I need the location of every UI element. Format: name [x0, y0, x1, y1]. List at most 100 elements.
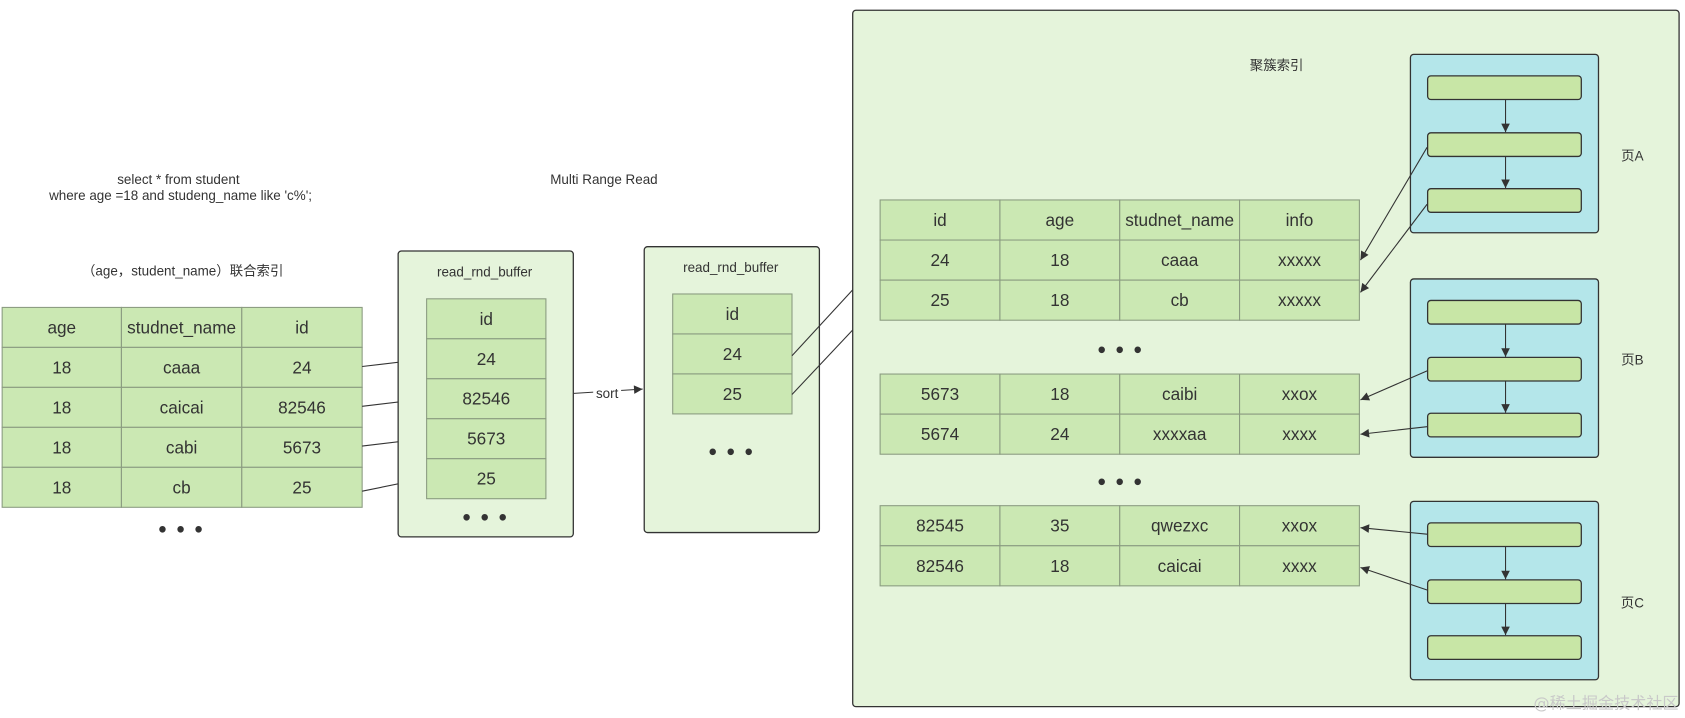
cell-value: 24 — [1050, 424, 1070, 444]
table-row: 82546 — [426, 378, 547, 420]
cell-value: caibi — [1162, 384, 1197, 404]
cell-value: 18 — [1050, 556, 1069, 576]
record-to-row-arrow — [1360, 426, 1428, 438]
cell-value: 82546 — [278, 397, 326, 417]
cell-value: caaa — [163, 357, 201, 377]
cell-value: 82546 — [462, 389, 510, 409]
page-label: 页A — [1621, 148, 1643, 163]
table-cell — [1239, 545, 1360, 587]
table-cell — [879, 279, 1001, 321]
column-header-cell — [672, 293, 793, 335]
cell-value: caicai — [160, 397, 204, 417]
column-header-cell — [1239, 199, 1360, 241]
cell-value: 82546 — [916, 556, 964, 576]
cell-value: 25 — [930, 290, 949, 310]
record-to-row-arrow — [1360, 203, 1428, 293]
page-record — [1426, 188, 1582, 213]
table-cell — [1119, 279, 1241, 321]
page-label: 页C — [1621, 595, 1644, 610]
table-cell — [1239, 239, 1360, 281]
watermark: @稀土掘金技术社区 — [1534, 693, 1679, 712]
cell-value: 5673 — [921, 384, 959, 404]
record-to-row-arrow — [1360, 147, 1428, 261]
table-cell — [1, 466, 122, 508]
cell-value: cb — [1171, 290, 1189, 310]
sql-query: select * from student where age =18 and … — [48, 172, 312, 203]
more-rows-ellipsis: • • • — [157, 520, 205, 541]
cell-value: 25 — [292, 477, 311, 497]
table-cell — [879, 373, 1001, 415]
cell-value: 5673 — [283, 437, 321, 457]
table-cell — [999, 545, 1121, 587]
page-label: 页B — [1621, 353, 1643, 368]
column-header-cell — [120, 306, 243, 348]
cell-value: 24 — [930, 250, 950, 270]
cell-value: qwezxc — [1151, 516, 1209, 536]
sort-arrow: sort — [573, 384, 643, 401]
page-record — [1426, 132, 1582, 158]
column-header-label: id — [295, 317, 308, 337]
page-to-row-arrows — [1360, 147, 1428, 591]
table-cell — [1119, 545, 1241, 587]
cell-value: cabi — [166, 437, 198, 457]
query-line-1: select * from student — [117, 172, 240, 187]
column-header-cell — [1119, 199, 1241, 241]
cell-value: 82545 — [916, 516, 964, 536]
table-cell — [879, 239, 1001, 281]
table-cell — [120, 466, 243, 508]
secondary-index-title: （age，student_name）联合索引 — [82, 263, 283, 278]
table-row: 25 — [672, 373, 793, 415]
data-page: 页B — [1409, 278, 1644, 458]
table-cell — [1239, 279, 1360, 321]
column-header-label: id — [480, 309, 493, 329]
column-header-cell — [1, 306, 122, 348]
data-page: 页C — [1409, 500, 1644, 681]
query-line-2: where age =18 and studeng_name like 'c%'… — [48, 188, 312, 203]
cell-value: 18 — [1050, 250, 1069, 270]
page-record — [1426, 522, 1582, 548]
record-to-row-arrow — [1360, 370, 1428, 401]
cell-value: 25 — [477, 469, 496, 489]
sort-label-bg — [593, 384, 622, 401]
page-record — [1426, 412, 1582, 438]
column-header-cell — [999, 199, 1121, 241]
header-row: id — [672, 293, 793, 335]
table-cell — [426, 338, 547, 380]
table-cell — [1239, 413, 1360, 455]
table-cell — [879, 413, 1001, 455]
table-row: 24 — [426, 338, 547, 380]
gap-ellipsis: • • • — [1096, 473, 1144, 494]
page-record — [1426, 579, 1582, 605]
page-record — [1426, 299, 1582, 325]
cell-value: xxxxaa — [1153, 424, 1207, 444]
page-record — [1426, 356, 1582, 382]
table-cell — [879, 505, 1001, 547]
cell-value: caicai — [1158, 556, 1202, 576]
table-cell — [120, 386, 243, 428]
cell-value: xxxxx — [1278, 250, 1321, 270]
table-cell — [426, 418, 547, 460]
page-record — [1426, 635, 1582, 661]
cell-value: 18 — [1050, 290, 1069, 310]
table-cell — [241, 426, 363, 468]
cell-value: 18 — [52, 477, 71, 497]
table-cell — [1, 426, 122, 468]
table-row: 24 — [672, 333, 793, 375]
column-header-label: id — [726, 304, 739, 324]
table-cell — [672, 333, 793, 375]
cell-value: xxox — [1282, 516, 1318, 536]
